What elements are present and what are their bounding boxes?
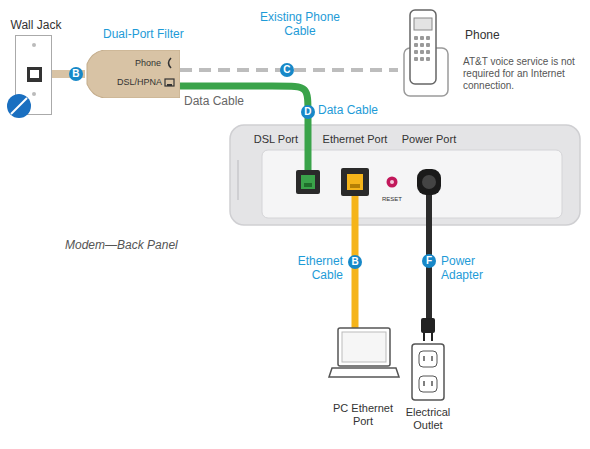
port-icons: [162, 54, 178, 94]
cable-name: Data Cable: [184, 94, 244, 108]
callout-number: D: [301, 105, 315, 119]
dual-port-filter: Dual-Port FilterPhoneDSL/HPNA: [85, 50, 180, 98]
cable-name: Data Cable: [318, 103, 378, 117]
cable-connector: [52, 70, 85, 78]
node-label: Ethernet Port: [315, 133, 395, 146]
electrical-outlet: Electrical Outlet: [408, 318, 448, 400]
housing-ridge: [237, 160, 239, 200]
cable-connector: [180, 86, 308, 170]
power-port: Power Port: [417, 169, 441, 195]
laptop-illustration: [328, 328, 398, 390]
node-label: Wall Jack: [6, 18, 66, 32]
button-label: RESET: [377, 196, 407, 203]
phone-illustration: [398, 8, 448, 98]
ethernet-socket: [341, 168, 369, 196]
phone: Phone: [398, 8, 448, 98]
ethernet-port: Ethernet Port: [341, 168, 369, 196]
note-text: AT&T voice service is not required for a…: [463, 56, 585, 92]
reset-button: [387, 177, 398, 188]
dsl-socket: [296, 170, 320, 194]
node-label: Modem—Back Panel: [65, 238, 178, 252]
cable-name: Existing Phone Cable: [258, 10, 342, 39]
node-label: Power Port: [394, 133, 464, 146]
wall-jack-illustration: [16, 36, 53, 116]
filter-body: [85, 50, 180, 98]
modem-housing: [230, 125, 580, 225]
modem: Modem—Back PanelDSL PortEthernet PortPow…: [230, 125, 580, 225]
port-label: DSL/HPNA: [117, 77, 162, 88]
wall-jack: Wall Jack: [15, 35, 52, 115]
reset-button-center: [390, 180, 394, 184]
power-socket: [417, 169, 441, 195]
cable-name: Power Adapter: [441, 254, 501, 283]
callout-number: B: [348, 255, 362, 269]
node-label: Dual-Port Filter: [103, 27, 184, 41]
node-label: PC Ethernet Port: [330, 402, 396, 428]
node-label: Electrical Outlet: [396, 406, 460, 432]
callout-number: C: [280, 63, 294, 77]
cable-name: Ethernet Cable: [280, 254, 343, 283]
cable-connector: [180, 68, 398, 72]
outlet-illustration: [408, 318, 448, 400]
callout-number: B: [69, 67, 83, 81]
callout-number: F: [422, 254, 436, 268]
node-label: DSL Port: [246, 133, 298, 146]
dsl-port: DSL Port: [296, 170, 320, 194]
port-label: Phone: [135, 58, 161, 69]
cable-connector: [426, 195, 432, 318]
cable-connector: [352, 196, 359, 328]
node-label: Phone: [465, 28, 500, 42]
pc-laptop: PC Ethernet Port: [328, 328, 398, 390]
